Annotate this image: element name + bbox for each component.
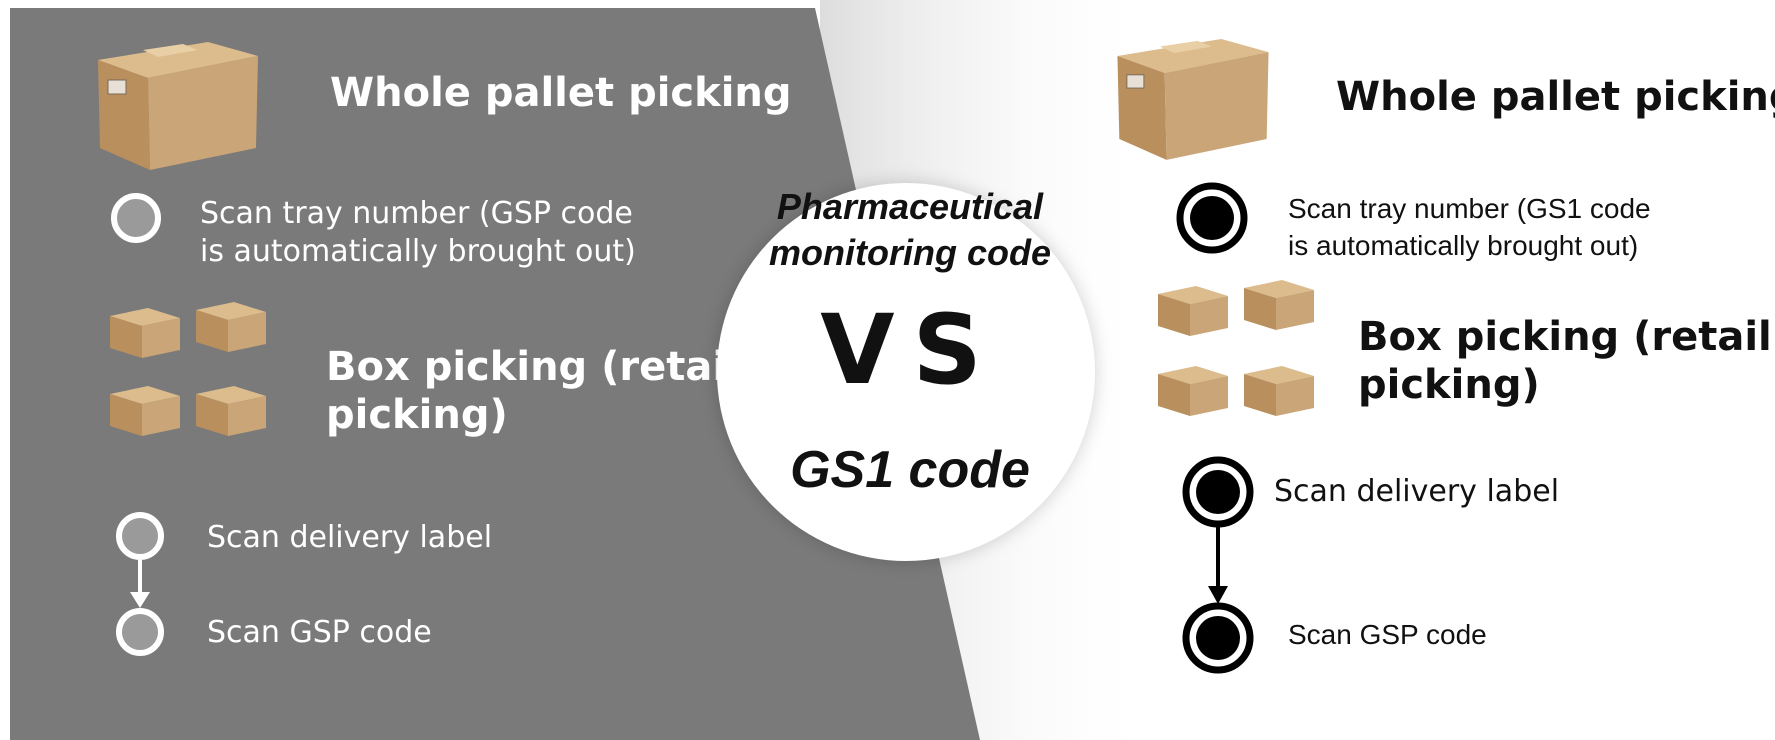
scan-flow-markers-icon (1182, 456, 1254, 674)
scan-tray-marker-icon (1176, 182, 1248, 254)
center-bottom-label: GS1 code (790, 441, 1030, 499)
right-panel: Whole pallet picking Scan tray number (G… (1100, 0, 1775, 740)
left-scan-tray-line-1: Scan tray number (GSP code (200, 196, 633, 231)
left-box-picking-title-line-1: Box picking (retail (326, 344, 740, 390)
four-boxes-icon (1158, 280, 1314, 416)
cardboard-box-icon (1117, 38, 1269, 160)
center-top-label-line-1: Pharmaceutical (776, 186, 1044, 227)
right-scan-tray-line-1: Scan tray number (GS1 code (1288, 193, 1651, 224)
right-box-picking-title-line-1: Box picking (retail (1358, 314, 1772, 360)
left-panel: Whole pallet picking Scan tray number (G… (98, 42, 792, 656)
left-whole-pallet-title: Whole pallet picking (330, 70, 792, 116)
center-comparison-circle (717, 183, 1095, 561)
right-scan-delivery-label: Scan delivery label (1274, 474, 1560, 509)
four-boxes-icon (110, 302, 266, 436)
vs-label: VS (820, 294, 1000, 406)
scan-tray-marker-icon (111, 193, 161, 243)
right-scan-tray-line-2: is automatically brought out) (1288, 230, 1639, 261)
right-box-picking-title-line-2: picking) (1358, 362, 1540, 408)
left-panel-background (10, 8, 980, 740)
cardboard-box-icon (98, 42, 258, 170)
scan-flow-markers-icon (116, 512, 164, 656)
left-scan-tray-line-2: is automatically brought out) (200, 234, 636, 269)
right-scan-gsp-code: Scan GSP code (1288, 619, 1487, 650)
left-scan-gsp-code: Scan GSP code (207, 615, 432, 650)
left-box-picking-title-line-2: picking) (326, 392, 508, 438)
right-whole-pallet-title: Whole pallet picking (1336, 74, 1775, 120)
left-scan-delivery-label: Scan delivery label (207, 520, 493, 555)
center-top-label-line-2: monitoring code (769, 232, 1051, 273)
